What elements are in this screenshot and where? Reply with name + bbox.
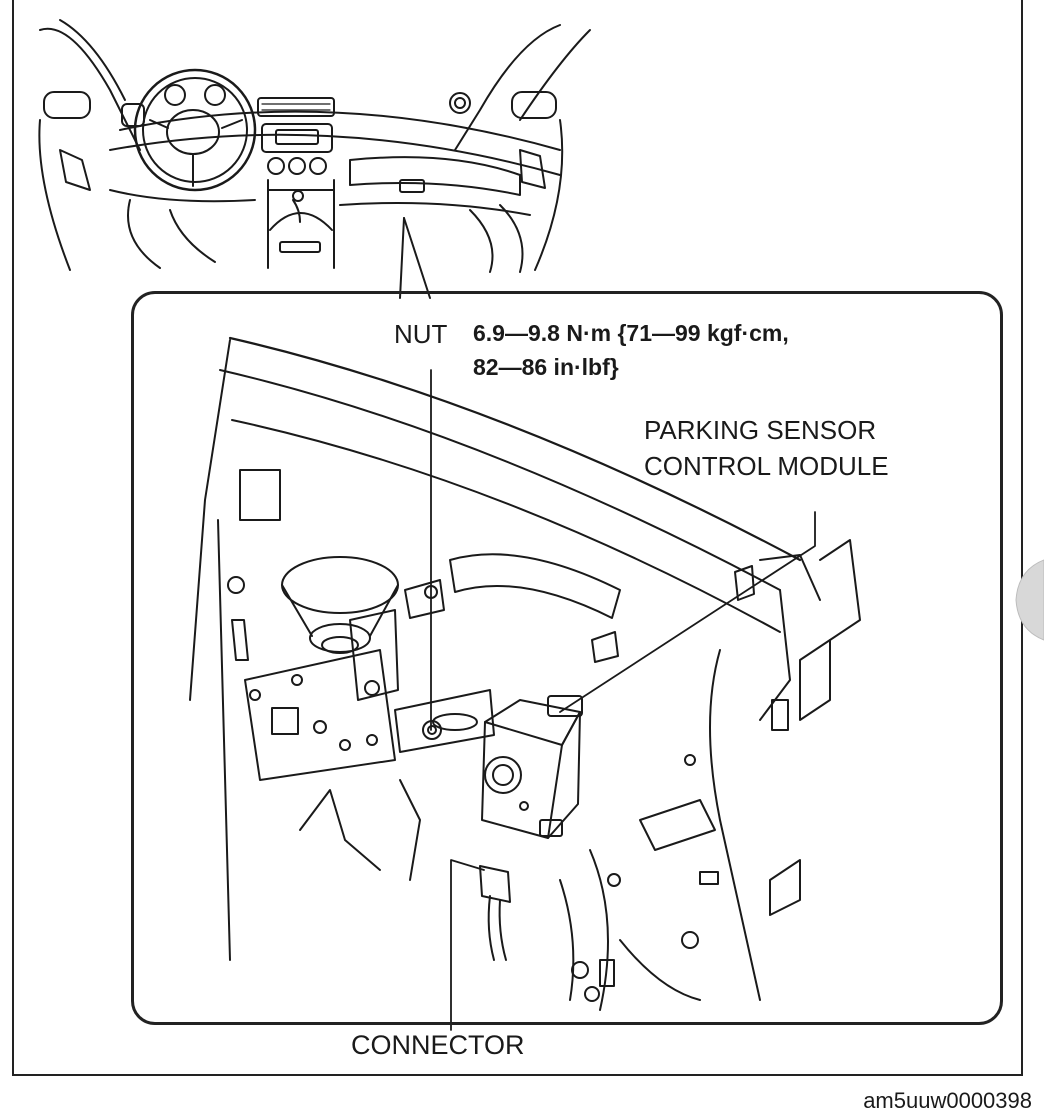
module-label-line1: PARKING SENSOR — [644, 415, 877, 445]
nut-torque-spec-line1: 6.9—9.8 N·m {71—99 kgf·cm, — [473, 320, 789, 346]
detail-view-frame — [131, 291, 1003, 1025]
dashboard-underside — [189, 336, 861, 1031]
dashboard-overview — [38, 19, 591, 299]
figure-id: am5uuw0000398 — [863, 1088, 1032, 1113]
connector-label: CONNECTOR — [351, 1030, 525, 1060]
module-label-line2: CONTROL MODULE — [644, 451, 889, 481]
figure-frame — [12, 0, 1023, 1076]
page-edge-tab — [1015, 559, 1044, 641]
nut-label: NUT — [394, 319, 448, 349]
nut-torque-spec-line2: 82—86 in·lbf} — [473, 354, 619, 380]
